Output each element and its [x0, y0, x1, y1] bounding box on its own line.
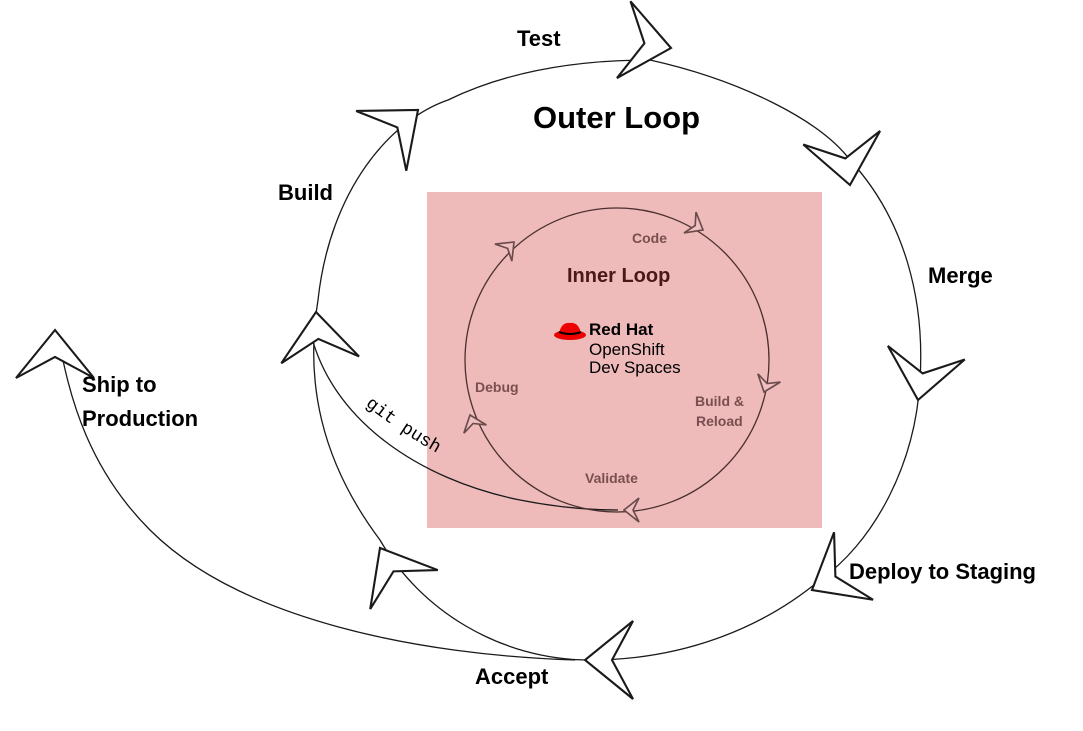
- redhat-fedora-icon: [554, 322, 586, 340]
- chevron-arrow-icon: [802, 129, 890, 193]
- chevron-arrow-icon: [14, 328, 96, 380]
- logo-product: OpenShift: [589, 340, 665, 359]
- stage-merge-label: Merge: [928, 263, 993, 288]
- inner-loop-title: Inner Loop: [567, 265, 670, 287]
- inner-stage-debug-label: Debug: [475, 379, 519, 395]
- inner-loop-ring: [464, 207, 770, 513]
- stage-ship-label-line2: Production: [82, 406, 198, 431]
- stage-test-label: Test: [517, 26, 561, 51]
- inner-stage-code-label: Code: [632, 230, 667, 246]
- chevron-arrow-icon: [355, 79, 445, 172]
- outer-loop-title: Outer Loop: [533, 100, 700, 135]
- logo-brand: Red Hat: [589, 320, 654, 339]
- chevron-arrow-icon: [615, 0, 679, 88]
- stage-build-label: Build: [278, 180, 333, 205]
- inner-stage-build-reload-line1: Build &: [695, 393, 744, 409]
- chevron-arrow-icon: [583, 619, 635, 701]
- chevron-arrow-icon: [345, 527, 439, 611]
- logo-subproduct: Dev Spaces: [589, 358, 681, 377]
- stage-accept-label: Accept: [475, 664, 549, 689]
- stage-ship-label-line1: Ship to: [82, 372, 157, 397]
- inner-loop-box: [427, 192, 822, 528]
- chevron-arrow-icon: [878, 344, 966, 408]
- stage-deploy-label: Deploy to Staging: [849, 559, 1036, 584]
- inner-stage-build-reload-line2: Reload: [696, 413, 743, 429]
- ship-arc: [59, 344, 576, 661]
- inner-stage-validate-label: Validate: [585, 470, 638, 486]
